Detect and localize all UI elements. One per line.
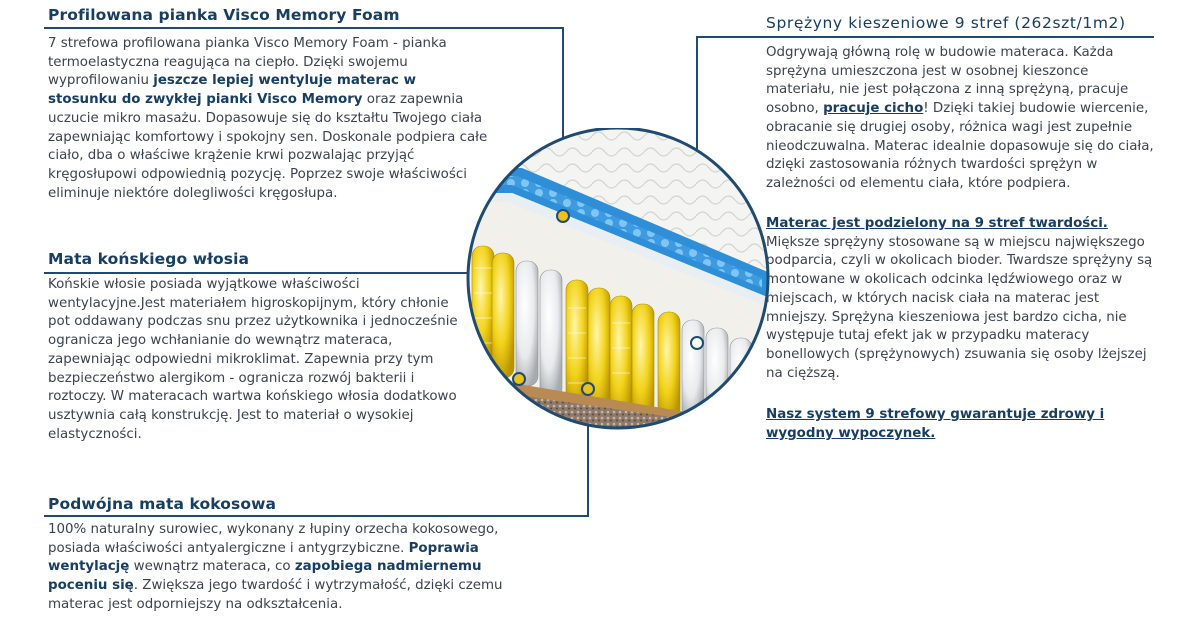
coconut-description: 100% naturalny surowiec, wykonany z łupi… (48, 522, 503, 612)
detail-circle-border (466, 128, 770, 430)
horsehair-description: Końskie włosie posiada wyjątkowe właściw… (48, 277, 458, 442)
coconut-connector-h (44, 515, 589, 517)
horsehair-marker-dot (512, 372, 526, 386)
springs-zones: Materac jest podzielony na 9 stref tward… (766, 215, 1161, 383)
visco-marker-dot (556, 209, 570, 223)
springs-connector-h (696, 36, 1154, 38)
visco-description: 7 strefowa profilowana pianka Visco Memo… (48, 36, 488, 201)
mattress-cross-section (466, 128, 770, 430)
visco-connector-v (562, 27, 564, 212)
springs-description: Odgrywają główną rolę w budowie materaca… (766, 45, 1154, 191)
visco-connector-h (44, 27, 564, 29)
horsehair-title: Mata końskiego włosia (48, 250, 250, 268)
horsehair-connector-h (44, 272, 520, 274)
springs-marker-dot (690, 336, 704, 350)
visco-title: Profilowana pianka Visco Memory Foam (48, 6, 400, 24)
coconut-title: Podwójna mata kokosowa (48, 495, 277, 513)
coconut-connector-v (587, 390, 589, 517)
springs-footer: Nasz system 9 strefowy gwarantuje zdrowy… (766, 407, 1105, 441)
springs-title: Sprężyny kieszeniowe 9 stref (262szt/1m2… (766, 14, 1126, 32)
coconut-marker-dot (581, 382, 595, 396)
springs-zones-heading: Materac jest podzielony na 9 stref tward… (766, 216, 1108, 231)
